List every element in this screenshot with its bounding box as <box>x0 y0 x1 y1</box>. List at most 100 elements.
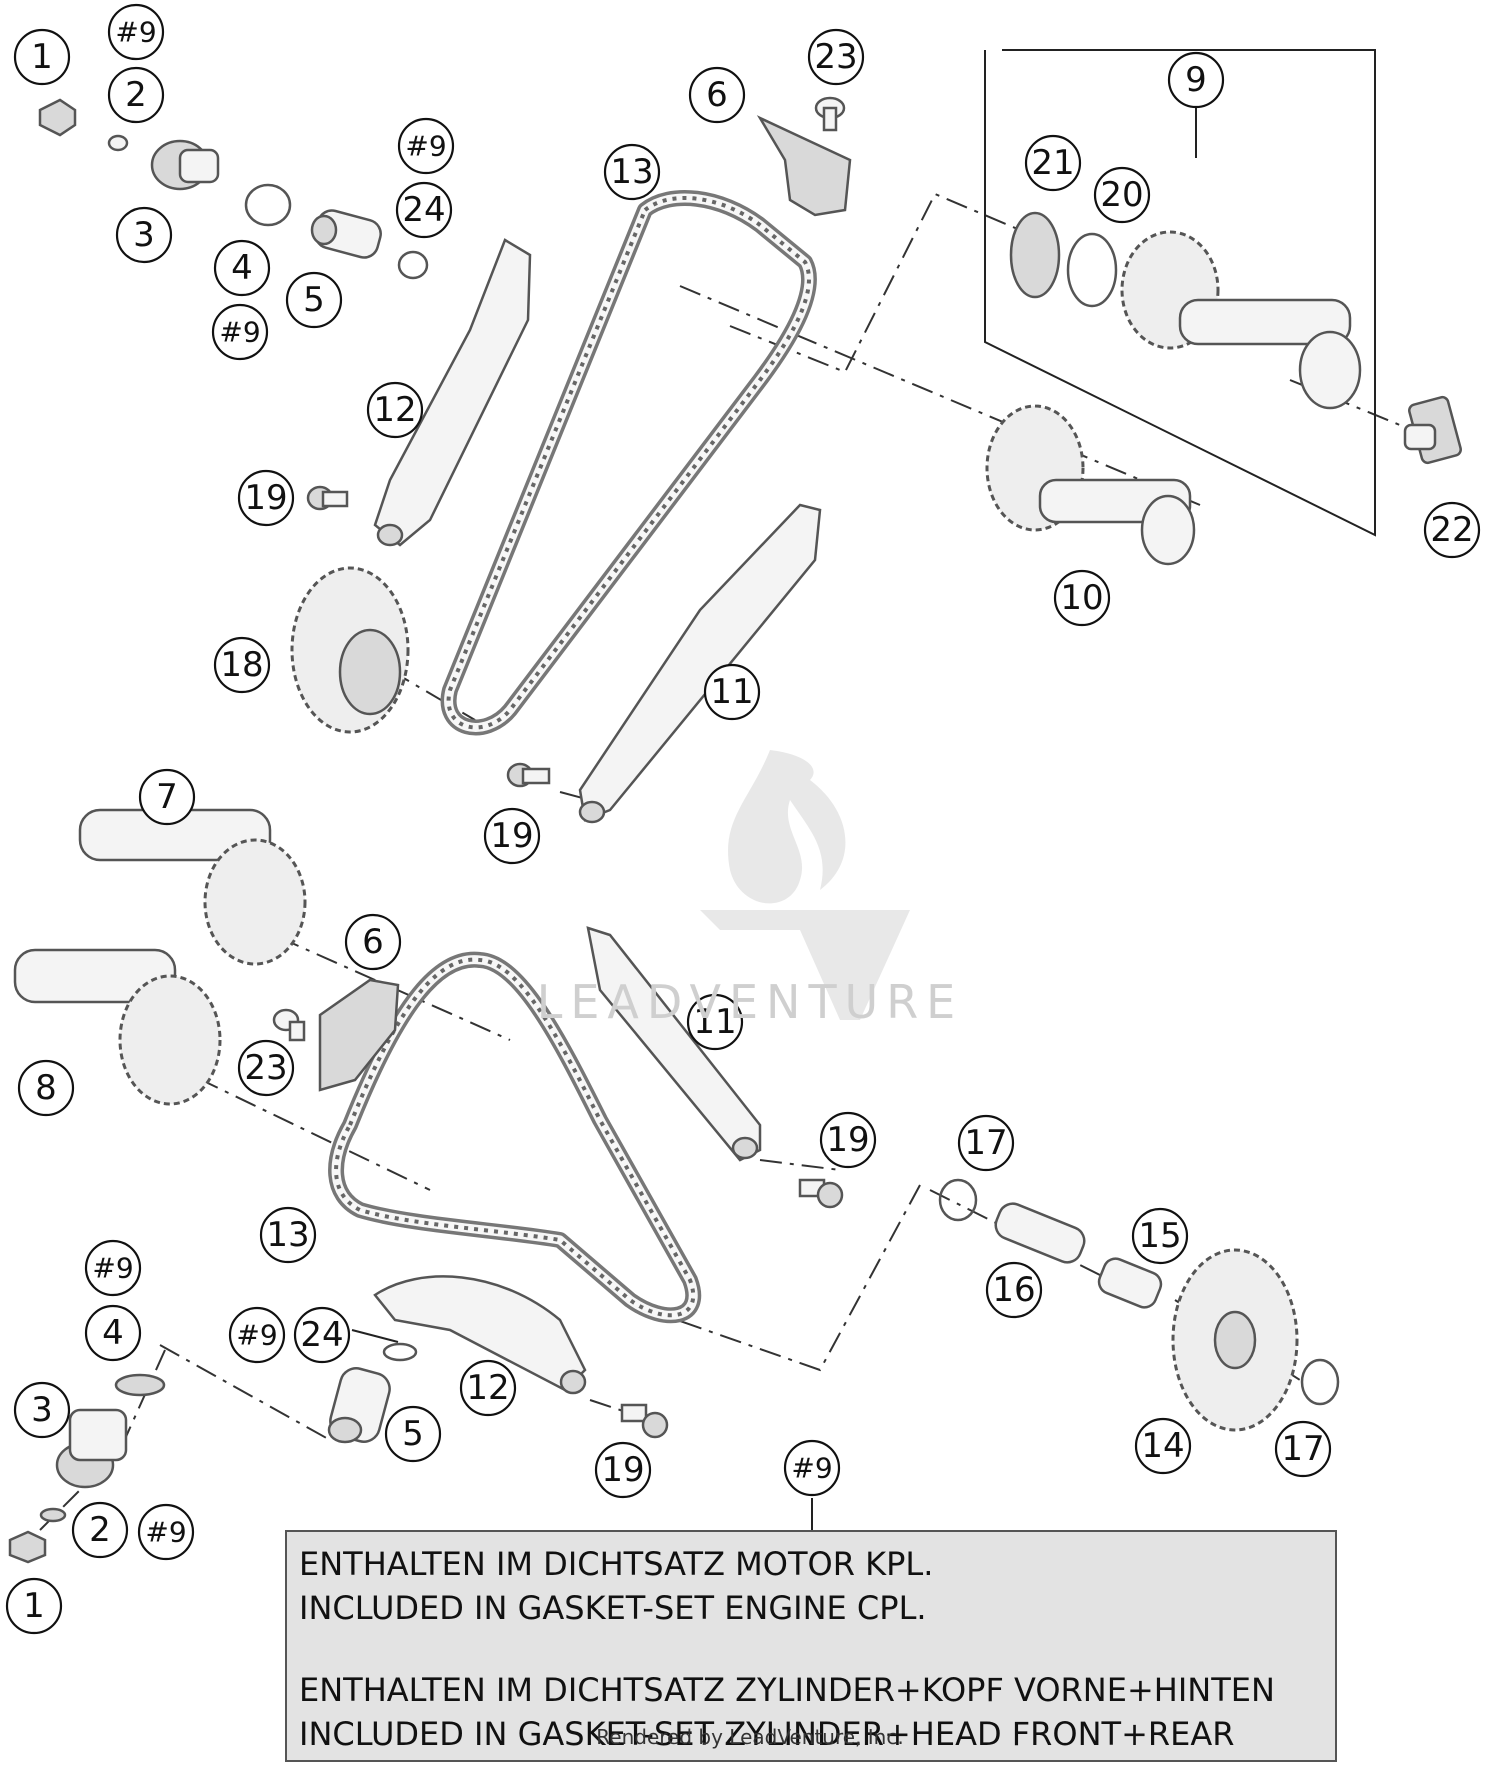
callout-part-9: 9 <box>1167 51 1225 109</box>
svg-text:22: 22 <box>1430 510 1473 550</box>
tensioner-part-6-upper <box>756 115 852 217</box>
callout-gasket-set-lower-a: #9 <box>84 1239 142 1297</box>
callout-gasket-set-lower-c: #9 <box>137 1503 195 1561</box>
svg-text:21: 21 <box>1031 143 1074 183</box>
bolt-part-19-upper-a <box>306 485 349 511</box>
svg-text:4: 4 <box>102 1313 124 1353</box>
svg-text:#9: #9 <box>92 1252 133 1285</box>
callout-part-23-lower: 23 <box>237 1039 295 1097</box>
svg-text:11: 11 <box>710 672 753 712</box>
svg-text:12: 12 <box>373 390 416 430</box>
tensioner-part-6-lower <box>318 978 400 1092</box>
svg-text:17: 17 <box>1281 1429 1324 1469</box>
gear-part-14 <box>1171 1248 1299 1432</box>
callout-part-7: 7 <box>138 768 196 826</box>
svg-text:9: 9 <box>1185 60 1207 100</box>
svg-text:5: 5 <box>303 280 325 320</box>
svg-text:5: 5 <box>402 1414 424 1454</box>
callout-part-4-lower: 4 <box>84 1304 142 1362</box>
oring-part-4-lower <box>114 1373 166 1397</box>
callout-part-2-lower: 2 <box>71 1501 129 1559</box>
tensioner-part-5-upper <box>310 209 382 259</box>
watermark-logo <box>700 750 910 1020</box>
callout-part-21: 21 <box>1024 134 1082 192</box>
washer-part-17-a <box>938 1178 978 1222</box>
svg-text:6: 6 <box>706 75 728 115</box>
svg-text:12: 12 <box>466 1368 509 1408</box>
callout-gasket-set-note: #9 <box>783 1439 841 1497</box>
callout-part-5-lower: 5 <box>384 1405 442 1463</box>
svg-text:3: 3 <box>31 1390 53 1430</box>
camshaft-part-7 <box>78 808 307 966</box>
chain-guide-part-12-lower <box>373 1275 587 1395</box>
svg-text:4: 4 <box>231 248 253 288</box>
svg-text:19: 19 <box>826 1120 869 1160</box>
callout-part-19-lower-b: 19 <box>594 1441 652 1499</box>
svg-text:19: 19 <box>490 816 533 856</box>
callout-part-2-upper: 2 <box>107 66 165 124</box>
callout-part-15: 15 <box>1131 1207 1189 1265</box>
watermark-text: LEADVENTURE <box>536 975 964 1029</box>
tensioner-part-5-lower <box>327 1367 391 1444</box>
callout-part-19-upper-a: 19 <box>237 469 295 527</box>
callout-part-10: 10 <box>1053 569 1111 627</box>
svg-text:#9: #9 <box>236 1319 277 1352</box>
svg-text:23: 23 <box>814 37 857 77</box>
seal-part-24-upper <box>397 250 429 280</box>
svg-text:1: 1 <box>23 1586 45 1626</box>
callout-part-6-upper: 6 <box>688 66 746 124</box>
note-line-de-engine: ENTHALTEN IM DICHTSATZ MOTOR KPL. <box>299 1545 934 1583</box>
svg-text:24: 24 <box>402 190 445 230</box>
svg-text:15: 15 <box>1138 1216 1181 1256</box>
callout-part-20: 20 <box>1093 166 1151 224</box>
callout-part-13-lower: 13 <box>259 1206 317 1264</box>
svg-text:24: 24 <box>300 1315 343 1355</box>
svg-text:17: 17 <box>964 1123 1007 1163</box>
bolt-part-19-upper-b <box>506 762 551 788</box>
callout-part-3-upper: 3 <box>115 206 173 264</box>
svg-text:2: 2 <box>89 1510 111 1550</box>
callout-part-4-upper: 4 <box>213 239 271 297</box>
svg-text:19: 19 <box>244 478 287 518</box>
svg-text:23: 23 <box>244 1048 287 1088</box>
bolt-part-19-lower-a <box>798 1178 844 1209</box>
oring-part-20 <box>1066 232 1118 308</box>
footer-credit: Rendered by LeadVenture, Inc. <box>596 1725 904 1749</box>
callout-part-11-upper: 11 <box>703 663 761 721</box>
callout-part-23-upper: 23 <box>807 28 865 86</box>
svg-text:6: 6 <box>362 922 384 962</box>
svg-text:3: 3 <box>133 215 155 255</box>
note-line-en-engine: INCLUDED IN GASKET-SET ENGINE CPL. <box>299 1589 927 1627</box>
chain-guide-part-11-lower <box>586 926 762 1162</box>
svg-text:#9: #9 <box>791 1452 832 1485</box>
callout-part-6-lower: 6 <box>344 913 402 971</box>
plug-part-3-lower <box>55 1408 128 1489</box>
callout-part-5-upper: 5 <box>285 271 343 329</box>
ring-part-2-upper <box>107 134 129 152</box>
timing-chain-lower <box>328 951 702 1324</box>
svg-text:7: 7 <box>156 777 178 817</box>
svg-text:#9: #9 <box>115 16 156 49</box>
note-line-en-cylinder: INCLUDED IN GASKET-SET ZYLINDER+HEAD FRO… <box>299 1715 1235 1753</box>
nut-part-1-lower <box>8 1530 47 1564</box>
bolt-part-23-upper <box>814 96 846 132</box>
chain-guide-part-12-upper <box>373 238 532 547</box>
callout-part-19-upper-b: 19 <box>483 807 541 865</box>
ring-part-2-lower <box>39 1507 67 1523</box>
svg-text:13: 13 <box>610 152 653 192</box>
svg-text:16: 16 <box>992 1270 1035 1310</box>
callout-part-11-lower: 11 <box>686 993 744 1051</box>
camshaft-part-8 <box>13 948 222 1106</box>
callout-gasket-set-upper-c: #9 <box>397 117 455 175</box>
callout-part-12-upper: 12 <box>366 381 424 439</box>
callout-part-22: 22 <box>1423 501 1481 559</box>
svg-text:13: 13 <box>266 1215 309 1255</box>
svg-text:#9: #9 <box>405 130 446 163</box>
callout-part-3-lower: 3 <box>13 1381 71 1439</box>
callout-part-1-upper: 1 <box>13 28 71 86</box>
oring-part-4-upper <box>244 183 292 227</box>
seal-part-24-lower <box>382 1342 418 1362</box>
bushing-part-15 <box>1097 1257 1163 1309</box>
callout-part-17-a: 17 <box>957 1114 1015 1172</box>
